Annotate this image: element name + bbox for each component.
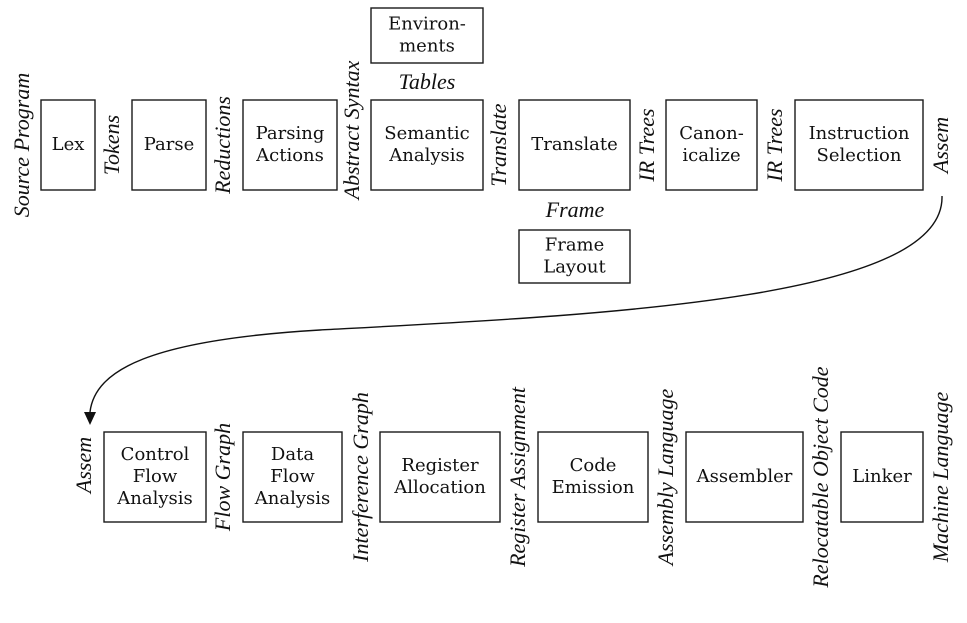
box-frame [379,431,501,523]
box-text-line: Frame [545,235,605,256]
label-flow-graph: Flow Graph [210,423,235,532]
box-assembler: Assembler [685,431,804,523]
label-abstract-syntax: Abstract Syntax [339,60,364,201]
box-text-line: Canon- [679,123,744,144]
box-text-line: Translate [531,134,618,155]
box-text-line: Layout [543,257,606,278]
label-ir-trees-1: IR Trees [634,108,659,182]
box-text-line: Selection [817,145,902,166]
box-frame [840,431,924,523]
box-frame [103,431,207,523]
labels-layer: Source Program Tokens Reductions Abstract S… [9,60,953,588]
label-machine-language: Machine Language [928,392,953,564]
box-frame [242,431,343,523]
box-text-line: Lex [52,134,85,155]
box-environments: Environ-ments [370,7,484,64]
box-text-line: Instruction [809,123,910,144]
assem-connector-arrow [89,195,943,413]
label-frame: Frame [545,197,605,222]
label-assem-bottom: Assem [71,437,96,495]
box-frame [685,431,804,523]
box-translate: Translate [518,99,631,191]
label-source-program: Source Program [9,73,34,217]
box-text-line: Semantic [384,123,469,144]
box-text-line: Control [121,444,190,465]
box-frame [518,229,631,284]
box-frame [794,99,924,191]
label-register-assignment: Register Assignment [505,386,530,568]
label-reductions: Reductions [210,96,235,195]
box-frame [537,431,649,523]
label-ir-trees-2: IR Trees [762,108,787,182]
label-relocatable-object-code: Relocatable Object Code [808,366,833,588]
box-text-line: Register [401,455,479,476]
box-text-line: Allocation [393,477,486,498]
label-translate: Translate [486,103,511,186]
box-frame [131,99,207,191]
box-text-line: Linker [852,466,912,487]
label-tables: Tables [399,69,456,94]
box-linker: Linker [840,431,924,523]
box-text-line: Code [570,455,617,476]
box-frame [40,99,96,191]
box-frame [518,99,631,191]
label-assembly-language: Assembly Language [653,388,678,567]
box-text-line: Analysis [116,488,192,509]
box-text-line: Analysis [388,145,464,166]
label-assem-top: Assem [928,117,953,175]
label-interference-graph: Interference Graph [348,392,373,563]
box-text-line: Emission [552,477,635,498]
box-parse: Parse [131,99,207,191]
box-frame [665,99,758,191]
box-text-line: Assembler [696,466,793,487]
box-text-line: Parse [144,134,195,155]
box-text-line: Environ- [388,14,466,35]
box-frame [242,99,338,191]
box-frame [370,7,484,64]
box-text-line: Flow [270,466,315,487]
box-text-line: Flow [133,466,178,487]
box-frame [370,99,484,191]
box-text-line: ments [399,36,455,57]
box-text-line: Actions [255,145,324,166]
box-text-line: icalize [682,145,740,166]
arrowhead-icon [84,412,96,425]
box-lex: Lex [40,99,96,191]
box-text-line: Data [271,444,314,465]
box-canonicalize: Canon-icalize [665,99,758,191]
box-text-line: Parsing [256,123,325,144]
box-text-line: Analysis [254,488,330,509]
label-tokens: Tokens [99,115,124,175]
